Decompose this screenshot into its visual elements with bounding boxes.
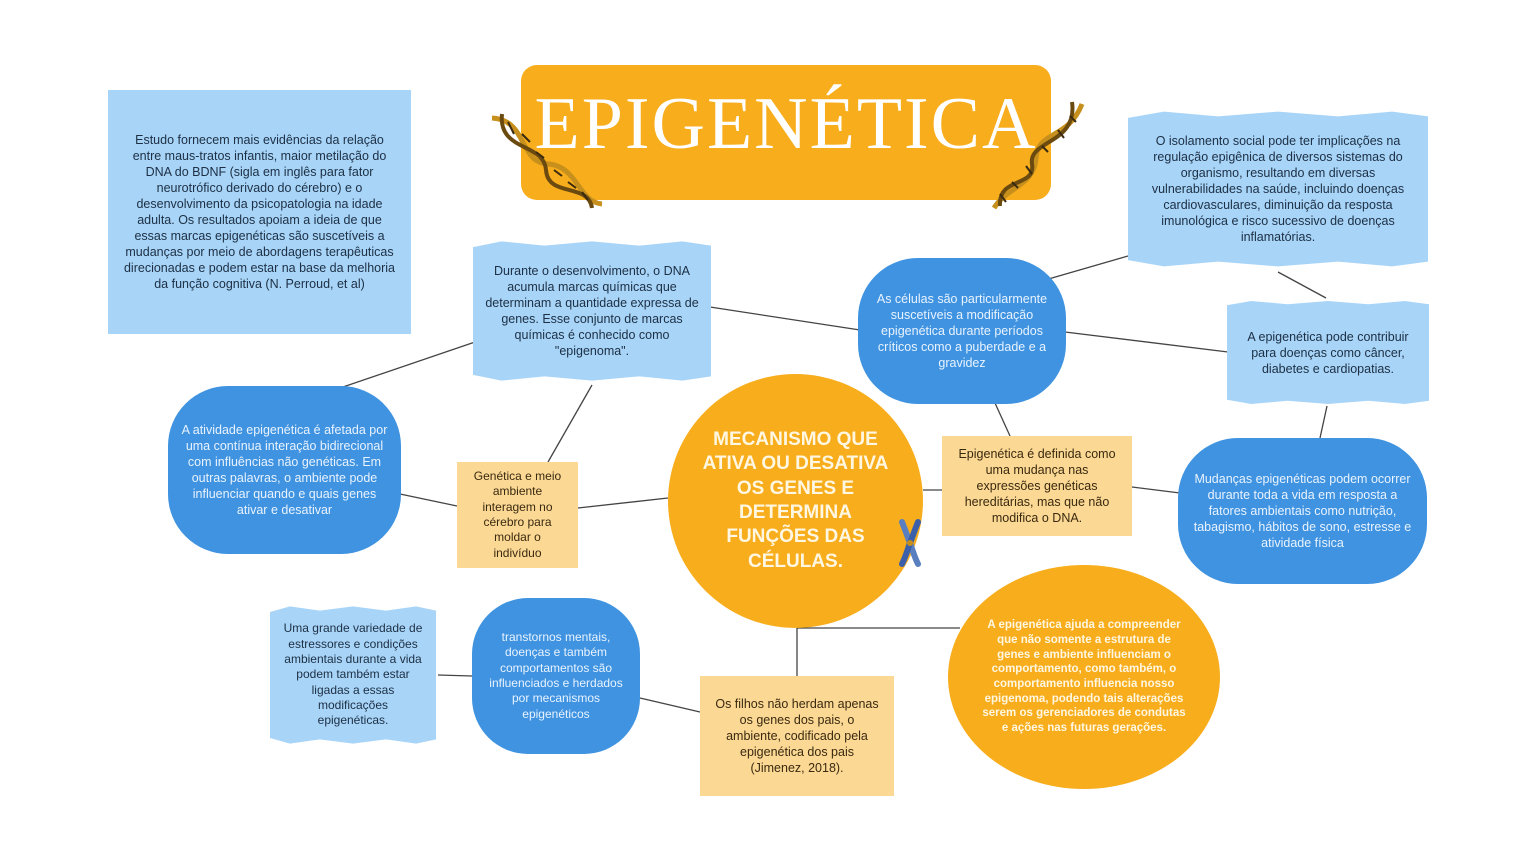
node-mudancas: Mudanças epigenéticas podem ocorrer dura… (1178, 438, 1427, 584)
link-atividade-genetica (399, 493, 458, 507)
link-definida-mudancas (1131, 486, 1181, 494)
link-desenvolvimento-genetica (547, 384, 593, 463)
node-estudo: Estudo fornecem mais evidências da relaç… (108, 90, 411, 334)
node-celulas: As células são particularmente suscetíve… (858, 258, 1066, 404)
link-celulas-isolamento (1044, 255, 1129, 281)
page-title: EPIGENÉTICA (534, 83, 1038, 165)
center-concept: MECANISMO QUE ATIVA OU DESATIVA OS GENES… (668, 374, 923, 628)
node-filhos: Os filhos não herdam apenas os genes dos… (700, 676, 894, 796)
link-doencas-mudancas (1319, 405, 1328, 439)
chromosome-icon (899, 519, 921, 567)
node-transtornos: transtornos mentais, doenças e também co… (472, 598, 640, 754)
link-celulas-definida (994, 402, 1011, 437)
link-variedade-transtornos (437, 674, 473, 677)
node-ajuda: A epigenética ajuda a compreender que nã… (948, 565, 1220, 789)
title-banner (521, 65, 1051, 200)
link-transtornos-filhos (639, 697, 701, 713)
node-variedade: Uma grande variedade de estressores e co… (270, 606, 436, 744)
node-genetica: Genética e meio ambiente interagem no cé… (457, 462, 578, 568)
link-celulas-doencas (1064, 331, 1229, 353)
node-definida: Epigenética é definida como uma mudança … (942, 436, 1132, 536)
node-desenvolvimento: Durante o desenvolvimento, o DNA acumula… (473, 241, 711, 381)
dna-helix-icon (491, 113, 603, 209)
dna-helix-icon (991, 101, 1085, 210)
node-isolamento: O isolamento social pode ter implicações… (1128, 111, 1428, 267)
node-atividade: A atividade epigenética é afetada por um… (168, 386, 401, 554)
link-desenvolvimento-atividade (339, 341, 476, 389)
link-genetica-center (577, 497, 669, 509)
node-doencas: A epigenética pode contribuir para doenç… (1227, 301, 1429, 404)
link-desenvolvimento-celulas (709, 306, 861, 331)
link-isolamento-doencas (1277, 271, 1327, 299)
